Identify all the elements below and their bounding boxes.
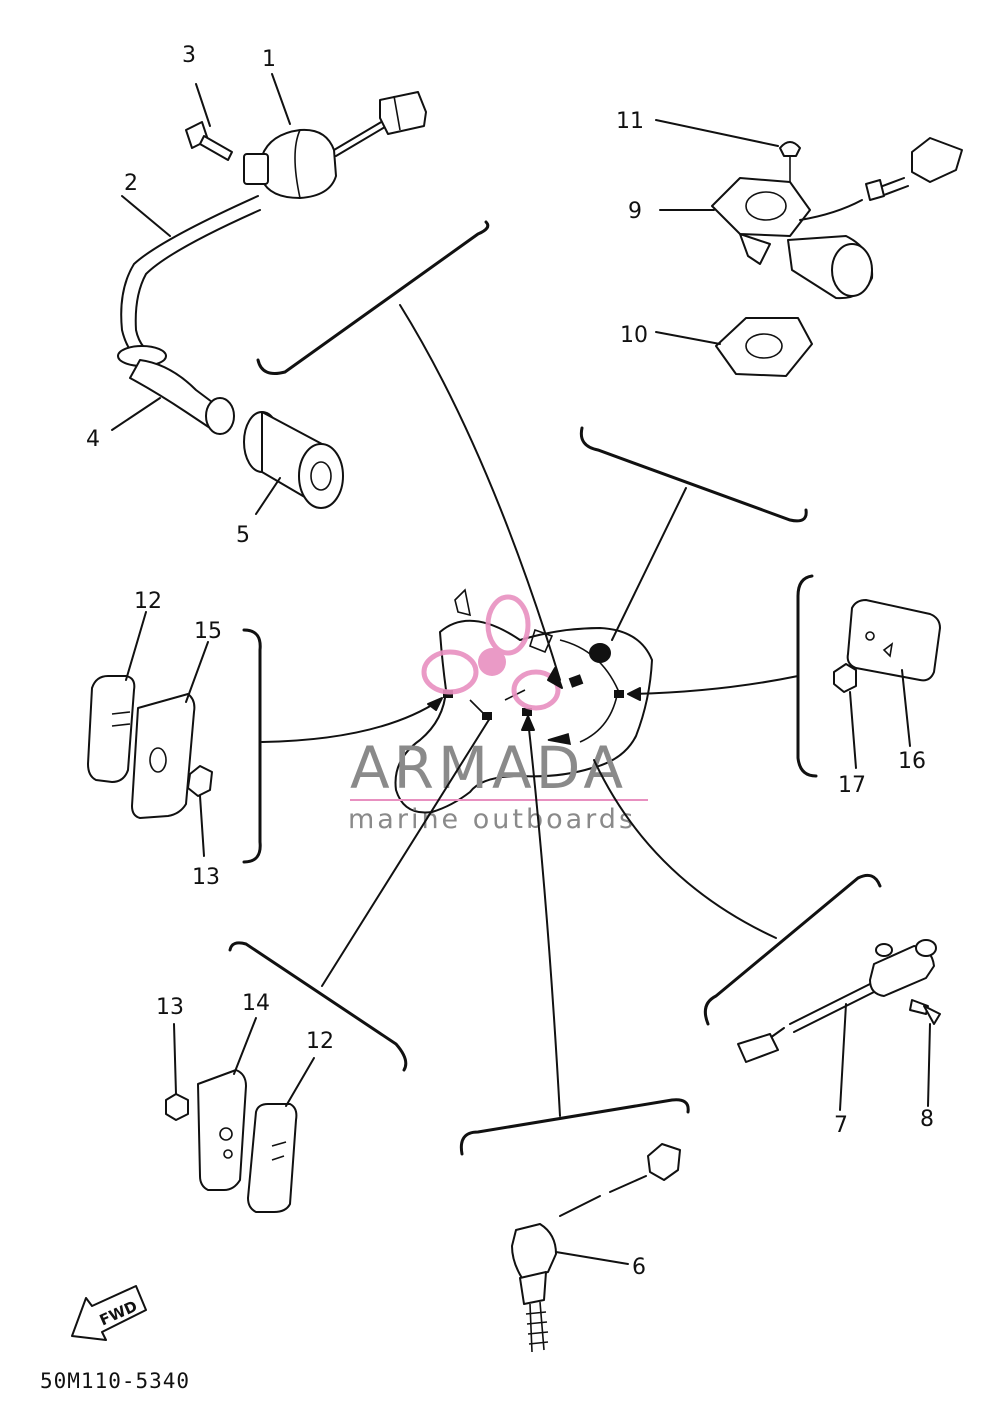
cover-plate-assembly-left <box>87 611 213 857</box>
callout-3: 3 <box>182 43 196 68</box>
cover-plate-assembly-right <box>833 599 941 769</box>
watermark-subtitle: marine outboards <box>348 804 636 835</box>
callout-17: 17 <box>838 773 866 798</box>
callout-14: 14 <box>242 991 270 1016</box>
callout-5: 5 <box>236 523 250 548</box>
callout-11: 11 <box>616 109 644 134</box>
callout-15: 15 <box>194 619 222 644</box>
group-brackets <box>228 220 882 1156</box>
cover-plate-assembly-lower <box>165 1017 315 1213</box>
callout-8: 8 <box>920 1107 934 1132</box>
watermark: ARMADA marine outboards <box>348 594 648 835</box>
callout-7: 7 <box>834 1113 848 1138</box>
callout-9: 9 <box>628 199 642 224</box>
sensor-assembly <box>655 119 963 377</box>
sleeve-part-5 <box>243 411 344 509</box>
callout-labels: 1 2 3 4 5 6 7 8 9 10 11 12 12 13 13 14 1… <box>86 43 934 1280</box>
fwd-arrow-icon: FWD <box>71 1285 147 1341</box>
callout-1: 1 <box>262 47 276 72</box>
switch-assembly-part-7-8 <box>737 939 941 1111</box>
bolt-part-3 <box>185 121 233 161</box>
callout-4: 4 <box>86 427 100 452</box>
propeller-logo <box>421 594 561 711</box>
callout-13-lower: 13 <box>156 995 184 1020</box>
drawing-code: 50M110-5340 <box>40 1369 190 1393</box>
callout-2: 2 <box>124 171 138 196</box>
callout-16: 16 <box>898 749 926 774</box>
gasket-part-10 <box>715 317 813 377</box>
callout-12-left: 12 <box>134 589 162 614</box>
watermark-title: ARMADA <box>350 734 627 802</box>
callout-12-lower: 12 <box>306 1029 334 1054</box>
callout-13-left: 13 <box>192 865 220 890</box>
thermo-switch-assembly <box>111 73 427 515</box>
callout-6: 6 <box>632 1255 646 1280</box>
callout-10: 10 <box>620 323 648 348</box>
temperature-sender-part-6 <box>511 1143 681 1353</box>
